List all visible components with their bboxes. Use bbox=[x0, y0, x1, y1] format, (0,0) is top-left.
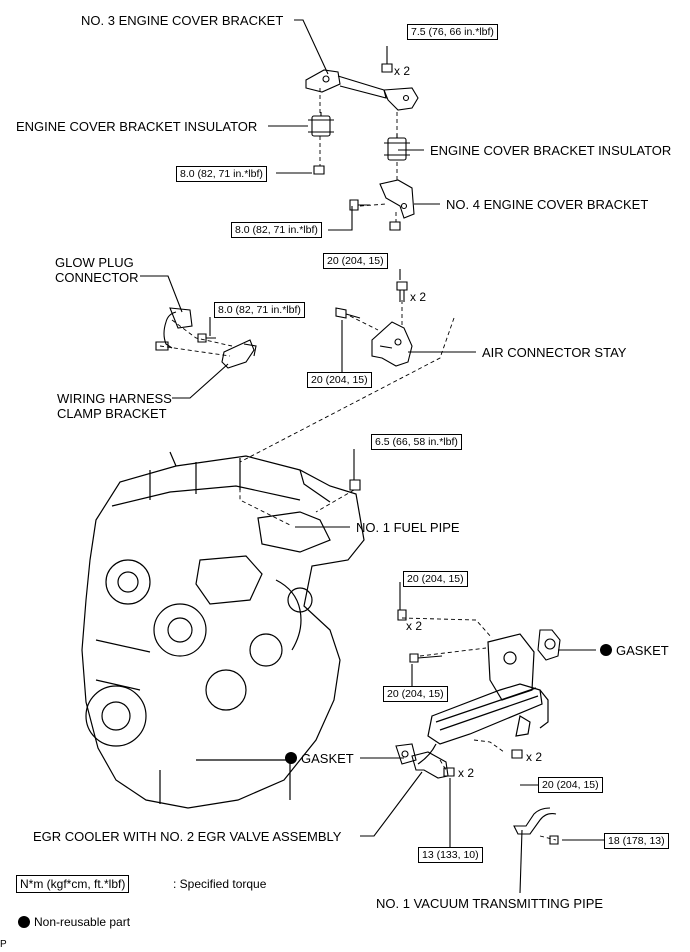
nut-insulator-left bbox=[313, 165, 325, 175]
bolt-fuel-pipe bbox=[349, 479, 361, 491]
label-wiring-harness-line1: WIRING HARNESS bbox=[57, 391, 172, 406]
engine-block bbox=[81, 451, 365, 809]
torque-box-stay-top: 20 (204, 15) bbox=[323, 253, 388, 269]
label-no3-engine-cover-bracket: NO. 3 ENGINE COVER BRACKET bbox=[81, 13, 284, 28]
label-no1-fuel-pipe: NO. 1 FUEL PIPE bbox=[356, 520, 460, 535]
label-wiring-harness-line2: CLAMP BRACKET bbox=[57, 406, 167, 421]
quantity-stay: x 2 bbox=[410, 290, 427, 304]
torque-box-no4: 8.0 (82, 71 in.*lbf) bbox=[231, 222, 322, 238]
insulator-left bbox=[308, 112, 334, 137]
leader-glow-plug bbox=[140, 275, 183, 313]
leader-vacuum bbox=[519, 829, 523, 894]
nonreusable-mark-gasket-right bbox=[600, 644, 612, 656]
nut-egr-bottom bbox=[443, 767, 455, 777]
torque-box-egr-bolt: 20 (204, 15) bbox=[383, 686, 448, 702]
leader-torque-no4 bbox=[328, 206, 353, 231]
torque-box-stay-left: 20 (204, 15) bbox=[307, 372, 372, 388]
legend-nonreusable-dot bbox=[18, 916, 30, 928]
insulator-right bbox=[384, 134, 410, 161]
gasket-right-part bbox=[537, 629, 561, 661]
torque-box-fuel-pipe: 6.5 (66, 58 in.*lbf) bbox=[371, 434, 462, 450]
label-engine-cover-bracket-insulator-right: ENGINE COVER BRACKET INSULATOR bbox=[430, 143, 672, 158]
bolt-no4 bbox=[349, 199, 370, 211]
torque-box-egr-bottom: 13 (133, 10) bbox=[418, 847, 483, 863]
bolt-vacuum bbox=[549, 835, 559, 845]
nut-egr-right bbox=[511, 749, 523, 759]
corner-mark: P bbox=[0, 939, 7, 950]
label-egr-cooler: EGR COOLER WITH NO. 2 EGR VALVE ASSEMBLY bbox=[33, 829, 342, 844]
egr-outlet-pipe bbox=[411, 751, 449, 779]
label-glow-plug-line2: CONNECTOR bbox=[55, 270, 139, 285]
leader-egr-cooler bbox=[360, 771, 423, 837]
nut-top bbox=[381, 63, 393, 73]
egr-cooler-assembly bbox=[417, 633, 549, 765]
label-no1-vacuum-transmitting-pipe: NO. 1 VACUUM TRANSMITTING PIPE bbox=[376, 896, 604, 911]
label-air-connector-stay: AIR CONNECTOR STAY bbox=[482, 345, 627, 360]
torque-box-harness: 8.0 (82, 71 in.*lbf) bbox=[214, 302, 305, 318]
label-no4-engine-cover-bracket: NO. 4 ENGINE COVER BRACKET bbox=[446, 197, 649, 212]
quantity-egr-top: x 2 bbox=[406, 619, 423, 633]
label-gasket-left: GASKET bbox=[301, 751, 354, 766]
legend-torque-text: : Specified torque bbox=[173, 877, 267, 891]
legend-torque-box: N*m (kgf*cm, ft.*lbf) bbox=[16, 875, 130, 893]
air-connector-stay bbox=[371, 321, 413, 367]
label-engine-cover-bracket-insulator-left: ENGINE COVER BRACKET INSULATOR bbox=[16, 119, 258, 134]
bolt-harness bbox=[197, 333, 216, 343]
no3-engine-cover-bracket bbox=[305, 69, 419, 111]
quantity-egr-bottom: x 2 bbox=[458, 766, 475, 780]
torque-box-egr-right: 20 (204, 15) bbox=[538, 777, 603, 793]
torque-box-vacuum: 18 (178, 13) bbox=[604, 833, 669, 849]
legend-nonreusable-text: Non-reusable part bbox=[34, 915, 131, 929]
torque-box-egr-top: 20 (204, 15) bbox=[403, 571, 468, 587]
label-gasket-right: GASKET bbox=[616, 643, 669, 658]
nonreusable-mark-gasket-left bbox=[285, 752, 297, 764]
vacuum-transmitting-pipe bbox=[513, 807, 557, 835]
bolt-stay-top bbox=[396, 281, 408, 302]
glow-plug-connector bbox=[155, 307, 193, 351]
leader-no3-bracket bbox=[294, 19, 329, 75]
nut-no4 bbox=[389, 221, 401, 231]
leader-wiring-harness bbox=[172, 363, 229, 399]
torque-box-top: 7.5 (76, 66 in.*lbf) bbox=[407, 24, 498, 40]
wiring-harness-clamp-bracket bbox=[221, 339, 257, 369]
bolt-egr-long bbox=[409, 653, 443, 663]
quantity-top: x 2 bbox=[394, 64, 411, 78]
torque-box-insulator: 8.0 (82, 71 in.*lbf) bbox=[176, 166, 267, 182]
nut-egr-top bbox=[397, 609, 407, 621]
bolt-stay-left bbox=[335, 307, 361, 319]
quantity-egr-right: x 2 bbox=[526, 750, 543, 764]
gasket-left-part bbox=[395, 743, 417, 765]
no4-engine-cover-bracket bbox=[379, 179, 415, 219]
label-glow-plug-line1: GLOW PLUG bbox=[55, 255, 134, 270]
